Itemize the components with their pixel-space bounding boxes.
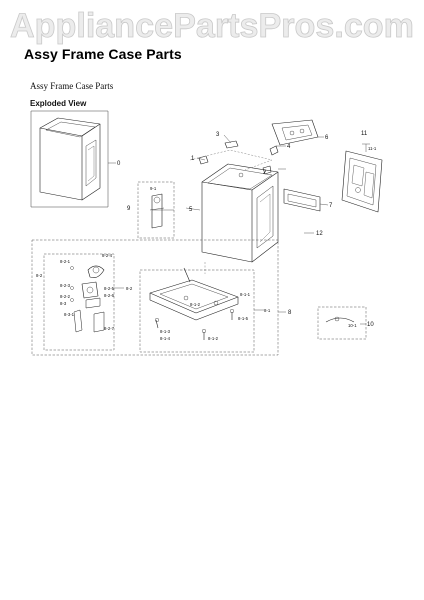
callout-8-2-4: 8-2-4 (102, 253, 113, 258)
callout-8: 8 (288, 310, 292, 316)
callout-8-2-7: 8-2-7 (104, 326, 115, 331)
section-heading: Exploded View (30, 99, 87, 108)
callout-4: 4 (287, 144, 291, 150)
main-cabinet (201, 163, 279, 263)
callout-8-1-5: 8-1-5 (238, 316, 249, 321)
callout-8-1-2: 8-1-2 (190, 302, 201, 307)
callout-8-3: 8-3 (60, 301, 67, 306)
base-assembly-box (31, 239, 279, 356)
callout-8-2: 8-2 (126, 286, 133, 291)
callout-8-1-3: 8-1-3 (160, 329, 171, 334)
leader-lines (108, 134, 370, 325)
drain-hose-box (317, 306, 367, 340)
callout-8-2-left: 8-2 (36, 273, 43, 278)
callout-8-1-1: 8-1-1 (240, 292, 251, 297)
callout-8-1: 8-1 (264, 308, 271, 313)
callout-11: 11 (361, 131, 368, 137)
callout-8-3-1: 8-3-1 (64, 312, 75, 317)
callout-5: 5 (189, 207, 193, 213)
callout-12: 12 (316, 231, 323, 237)
top-small-parts (189, 140, 279, 175)
rear-panel (341, 150, 383, 213)
callout-10: 10 (367, 322, 374, 328)
callout-labels: 0 1 2 3 4 5 6 7 8 9 10 11 11-1 12 8-1 8-… (36, 131, 377, 341)
callout-0: 0 (117, 161, 121, 167)
callout-8-2-1: 8-2-1 (60, 259, 71, 264)
doc-subtitle: Assy Frame Case Parts (30, 81, 114, 91)
callout-8-2-2: 8-2-2 (60, 294, 71, 299)
callout-10-1: 10-1 (348, 323, 357, 328)
page-title: Assy Frame Case Parts (24, 46, 182, 62)
watermark: AppliancePartsPros.com (10, 7, 415, 46)
callout-8-2-5: 8-2-5 (104, 286, 115, 291)
callout-9-1: 9-1 (150, 186, 157, 191)
top-back-panel (271, 119, 319, 146)
callout-2: 2 (263, 170, 267, 176)
callout-8-1-2b: 8-1-2 (208, 336, 219, 341)
assembled-frame-case (30, 110, 109, 208)
callout-3: 3 (216, 132, 220, 138)
callout-8-2-3: 8-2-3 (60, 283, 71, 288)
callout-1: 1 (191, 156, 195, 162)
callout-8-2-6: 8-2-6 (104, 293, 115, 298)
callout-6: 6 (325, 135, 329, 141)
valve-assembly-box (43, 253, 115, 351)
callout-8-1-4: 8-1-4 (160, 336, 171, 341)
callout-7: 7 (329, 203, 333, 209)
base-frame-box (139, 262, 255, 353)
watermark-text: AppliancePartsPros.com (10, 7, 414, 45)
callout-9: 9 (127, 206, 131, 212)
callout-11-1: 11-1 (368, 146, 377, 151)
side-bracket (283, 188, 321, 212)
